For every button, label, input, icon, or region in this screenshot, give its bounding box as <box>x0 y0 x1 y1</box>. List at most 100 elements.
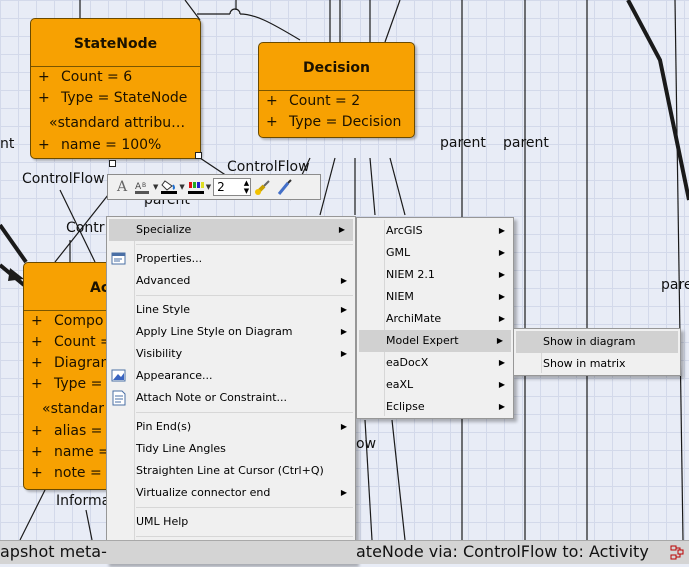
menu-item-pin-end-s[interactable]: Pin End(s)▶ <box>107 416 355 438</box>
menu-item-line-style[interactable]: Line Style▶ <box>107 299 355 321</box>
font-icon[interactable]: A <box>116 179 128 195</box>
specialize-item-arcgis[interactable]: ArcGIS▶ <box>357 220 513 242</box>
submenu-arrow-icon: ▶ <box>340 349 347 358</box>
connector-line[interactable] <box>54 189 113 263</box>
specialize-item-niem[interactable]: NIEM▶ <box>357 286 513 308</box>
connector-line[interactable] <box>389 157 406 216</box>
menu-item-label: UML Help <box>136 515 189 528</box>
connector-line[interactable] <box>626 0 689 201</box>
menu-item-visibility[interactable]: Visibility ▶ <box>107 343 355 365</box>
statenode-element[interactable]: StateNode +Count = 6 +Type = StateNode «… <box>30 18 201 159</box>
menu-separator <box>136 244 353 245</box>
diagram-status-icon[interactable] <box>670 545 684 561</box>
menu-item-advanced[interactable]: Advanced▶ <box>107 270 355 292</box>
specialize-item-eadocx[interactable]: eaDocX▶ <box>357 352 513 374</box>
connector-label: ControlFlow <box>22 171 105 187</box>
submenu-arrow-icon: ▶ <box>498 226 505 235</box>
menu-item-label: Model Expert <box>386 334 459 347</box>
node-stereotype: «standard attribu… <box>49 115 186 131</box>
specialize-item-niem-2-1[interactable]: NIEM 2.1 ▶ <box>357 264 513 286</box>
node-attribute: +note = <box>31 465 102 481</box>
menu-item-tidy-line-angles[interactable]: Tidy Line Angles <box>107 438 355 460</box>
line-color-icon[interactable]: ▼ <box>187 177 211 197</box>
connector-line[interactable] <box>384 0 401 43</box>
connector-line[interactable] <box>369 157 376 216</box>
menu-item-label: Tidy Line Angles <box>136 442 226 455</box>
menu-item-attach-note-or-constraint[interactable]: Attach Note or Constraint... <box>107 387 355 409</box>
svg-text:B: B <box>142 182 146 189</box>
menu-item-label: Show in diagram <box>543 335 636 348</box>
menu-item-label: Advanced <box>136 274 191 287</box>
pick-style-icon[interactable] <box>275 177 295 197</box>
menu-item-apply-line-style-on-diagram[interactable]: Apply Line Style on Diagram▶ <box>107 321 355 343</box>
fill-color-icon[interactable]: ▼ <box>160 177 185 197</box>
line-width-spinner[interactable]: 2 ▲▼ <box>213 178 252 196</box>
selection-handle[interactable] <box>109 160 116 167</box>
status-text-left: apshot meta- <box>0 542 107 561</box>
connector-line[interactable] <box>59 189 96 263</box>
properties-icon <box>111 251 127 267</box>
appearance-icon <box>111 368 127 384</box>
menu-item-label: Show in matrix <box>543 357 626 370</box>
connector-label: parent <box>503 135 549 151</box>
menu-item-label: ArchiMate <box>386 312 442 325</box>
model-expert-item-show-in-diagram[interactable]: Show in diagram <box>516 331 678 353</box>
menu-item-label: Virtualize connector end <box>136 486 271 499</box>
menu-item-straighten-line-at-cursor-ctrl-q[interactable]: Straighten Line at Cursor (Ctrl+Q) <box>107 460 355 482</box>
connector-line[interactable] <box>364 419 373 540</box>
menu-separator <box>136 536 353 537</box>
specialize-item-gml[interactable]: GML ▶ <box>357 242 513 264</box>
connector-line[interactable] <box>85 509 93 540</box>
menu-item-label: Pin End(s) <box>136 420 192 433</box>
status-text-right: ateNode via: ControlFlow to: Activity <box>356 542 649 561</box>
specialize-item-eaxl[interactable]: eaXL▶ <box>357 374 513 396</box>
format-painter-icon[interactable] <box>253 177 273 197</box>
arrow-head-icon <box>8 268 24 281</box>
menu-separator <box>136 412 353 413</box>
context-menu: Specialize▶Properties...Advanced▶Line St… <box>106 216 356 564</box>
menu-item-label: GML <box>386 246 411 259</box>
menu-item-label: Appearance... <box>136 369 213 382</box>
connector-line[interactable] <box>239 13 301 41</box>
connector-label: pare <box>661 277 689 293</box>
menu-item-label: Properties... <box>136 252 203 265</box>
submenu-arrow-icon: ▶ <box>338 225 345 234</box>
submenu-arrow-icon: ▶ <box>498 248 505 257</box>
connector-line[interactable] <box>19 489 46 540</box>
submenu-arrow-icon: ▶ <box>340 488 347 497</box>
node-attribute: +name = <box>31 444 110 460</box>
specialize-item-archimate[interactable]: ArchiMate ▶ <box>357 308 513 330</box>
submenu-arrow-icon: ▶ <box>498 292 505 301</box>
menu-item-label: Visibility <box>136 347 183 360</box>
connector-line[interactable] <box>391 419 406 540</box>
connector-line[interactable] <box>0 223 28 264</box>
node-attribute: +name = 100% <box>38 137 162 153</box>
connector-line[interactable] <box>229 8 241 15</box>
node-attribute: +Type = <box>31 376 103 392</box>
submenu-arrow-icon: ▶ <box>498 270 505 279</box>
menu-item-specialize[interactable]: Specialize ▶ <box>109 219 353 241</box>
submenu-arrow-icon: ▶ <box>498 314 505 323</box>
node-title: Ac <box>24 263 162 311</box>
connector-line[interactable] <box>319 157 336 216</box>
menu-item-label: NIEM 2.1 <box>386 268 435 281</box>
decision-element[interactable]: Decision +Count = 2 +Type = Decision <box>258 42 415 138</box>
specialize-item-model-expert[interactable]: Model Expert▶ <box>359 330 511 352</box>
menu-item-label: Line Style <box>136 303 191 316</box>
model-expert-item-show-in-matrix[interactable]: Show in matrix <box>514 353 680 375</box>
menu-item-properties[interactable]: Properties... <box>107 248 355 270</box>
menu-item-virtualize-connector-end[interactable]: Virtualize connector end ▶ <box>107 482 355 504</box>
node-attribute: +alias = <box>31 423 103 439</box>
connector-line[interactable] <box>674 0 684 540</box>
node-attribute: +Count = 6 <box>38 69 133 85</box>
menu-item-uml-help[interactable]: UML Help <box>107 511 355 533</box>
menu-item-label: Specialize <box>136 223 192 236</box>
menu-item-appearance[interactable]: Appearance... <box>107 365 355 387</box>
selection-handle[interactable] <box>195 152 202 159</box>
connector-line[interactable] <box>184 0 201 21</box>
specialize-item-eclipse[interactable]: Eclipse▶ <box>357 396 513 418</box>
submenu-arrow-icon: ▶ <box>498 380 505 389</box>
